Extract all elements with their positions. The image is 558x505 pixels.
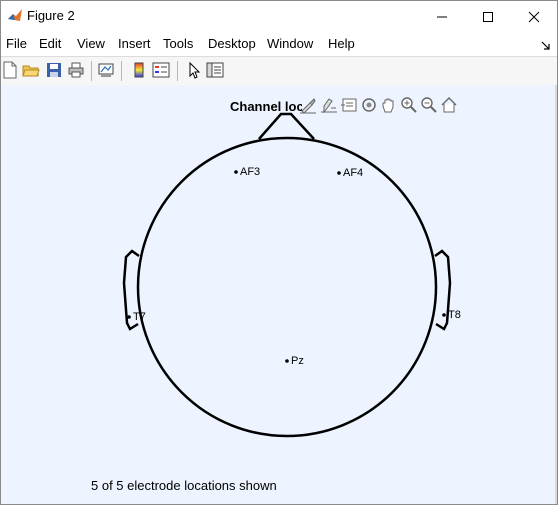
toolbar-separator [177,61,178,81]
zoom-in-icon[interactable] [400,96,418,114]
figure-toolbar [1,56,557,86]
minimize-button[interactable] [419,1,465,32]
maximize-button[interactable] [465,1,511,32]
electrode-dot-t8 [442,313,446,317]
pan-icon[interactable] [380,96,398,114]
electrode-label-t8: T8 [448,309,461,321]
menu-view[interactable]: View [77,36,105,51]
window-edge [555,85,557,504]
electrode-label-af3: AF3 [240,166,261,178]
menu-file[interactable]: File [6,36,27,51]
menu-bar: File Edit View Insert Tools Desktop Wind… [1,32,557,56]
rotate-icon[interactable] [360,96,378,114]
property-inspector-icon[interactable] [206,61,224,79]
electrode-label-af4: AF4 [343,167,364,179]
dock-arrow-icon[interactable] [541,38,551,56]
title-bar[interactable]: Figure 2 [1,1,557,32]
figure-canvas: Channel locations [1,85,557,504]
plot-title: Channel locations [230,99,302,114]
toolbar-separator [91,61,92,81]
menu-help[interactable]: Help [328,36,355,51]
right-ear-outline [434,249,452,331]
electrode-label-t7: T7 [133,311,146,323]
menu-edit[interactable]: Edit [39,36,62,51]
electrode-dot-pz [285,359,289,363]
menu-window[interactable]: Window [267,36,314,51]
toolbar-separator [121,61,122,81]
new-figure-icon[interactable] [1,61,19,79]
home-icon[interactable] [440,96,458,114]
menu-tools[interactable]: Tools [163,36,194,51]
electrode-label-pz: Pz [291,355,304,367]
data-tips-icon[interactable] [320,96,338,114]
close-icon [528,11,540,22]
head-plot [122,112,452,438]
menu-desktop[interactable]: Desktop [208,36,256,51]
electrode-dot-af3 [234,170,238,174]
status-text: 5 of 5 electrode locations shown [91,478,277,493]
edit-plot-icon[interactable] [185,61,203,79]
link-plot-icon[interactable] [97,61,115,79]
save-icon[interactable] [45,61,63,79]
window-title: Figure 2 [27,8,75,23]
nose-outline [258,112,315,140]
axes-toolbar [299,95,461,115]
print-icon[interactable] [67,61,85,79]
maximize-icon [483,11,493,22]
export-icon[interactable] [340,96,358,114]
left-ear-outline [122,249,140,331]
legend-icon[interactable] [152,61,170,79]
zoom-out-icon[interactable] [420,96,438,114]
open-file-icon[interactable] [22,61,40,79]
menu-insert[interactable]: Insert [118,36,151,51]
colorbar-icon[interactable] [130,61,148,79]
matlab-icon [7,8,23,24]
head-outline [136,136,438,438]
minimize-icon [437,16,447,17]
close-button[interactable] [511,1,557,32]
brush-icon[interactable] [299,96,317,114]
electrode-dot-t7 [127,315,131,319]
electrode-dot-af4 [337,171,341,175]
